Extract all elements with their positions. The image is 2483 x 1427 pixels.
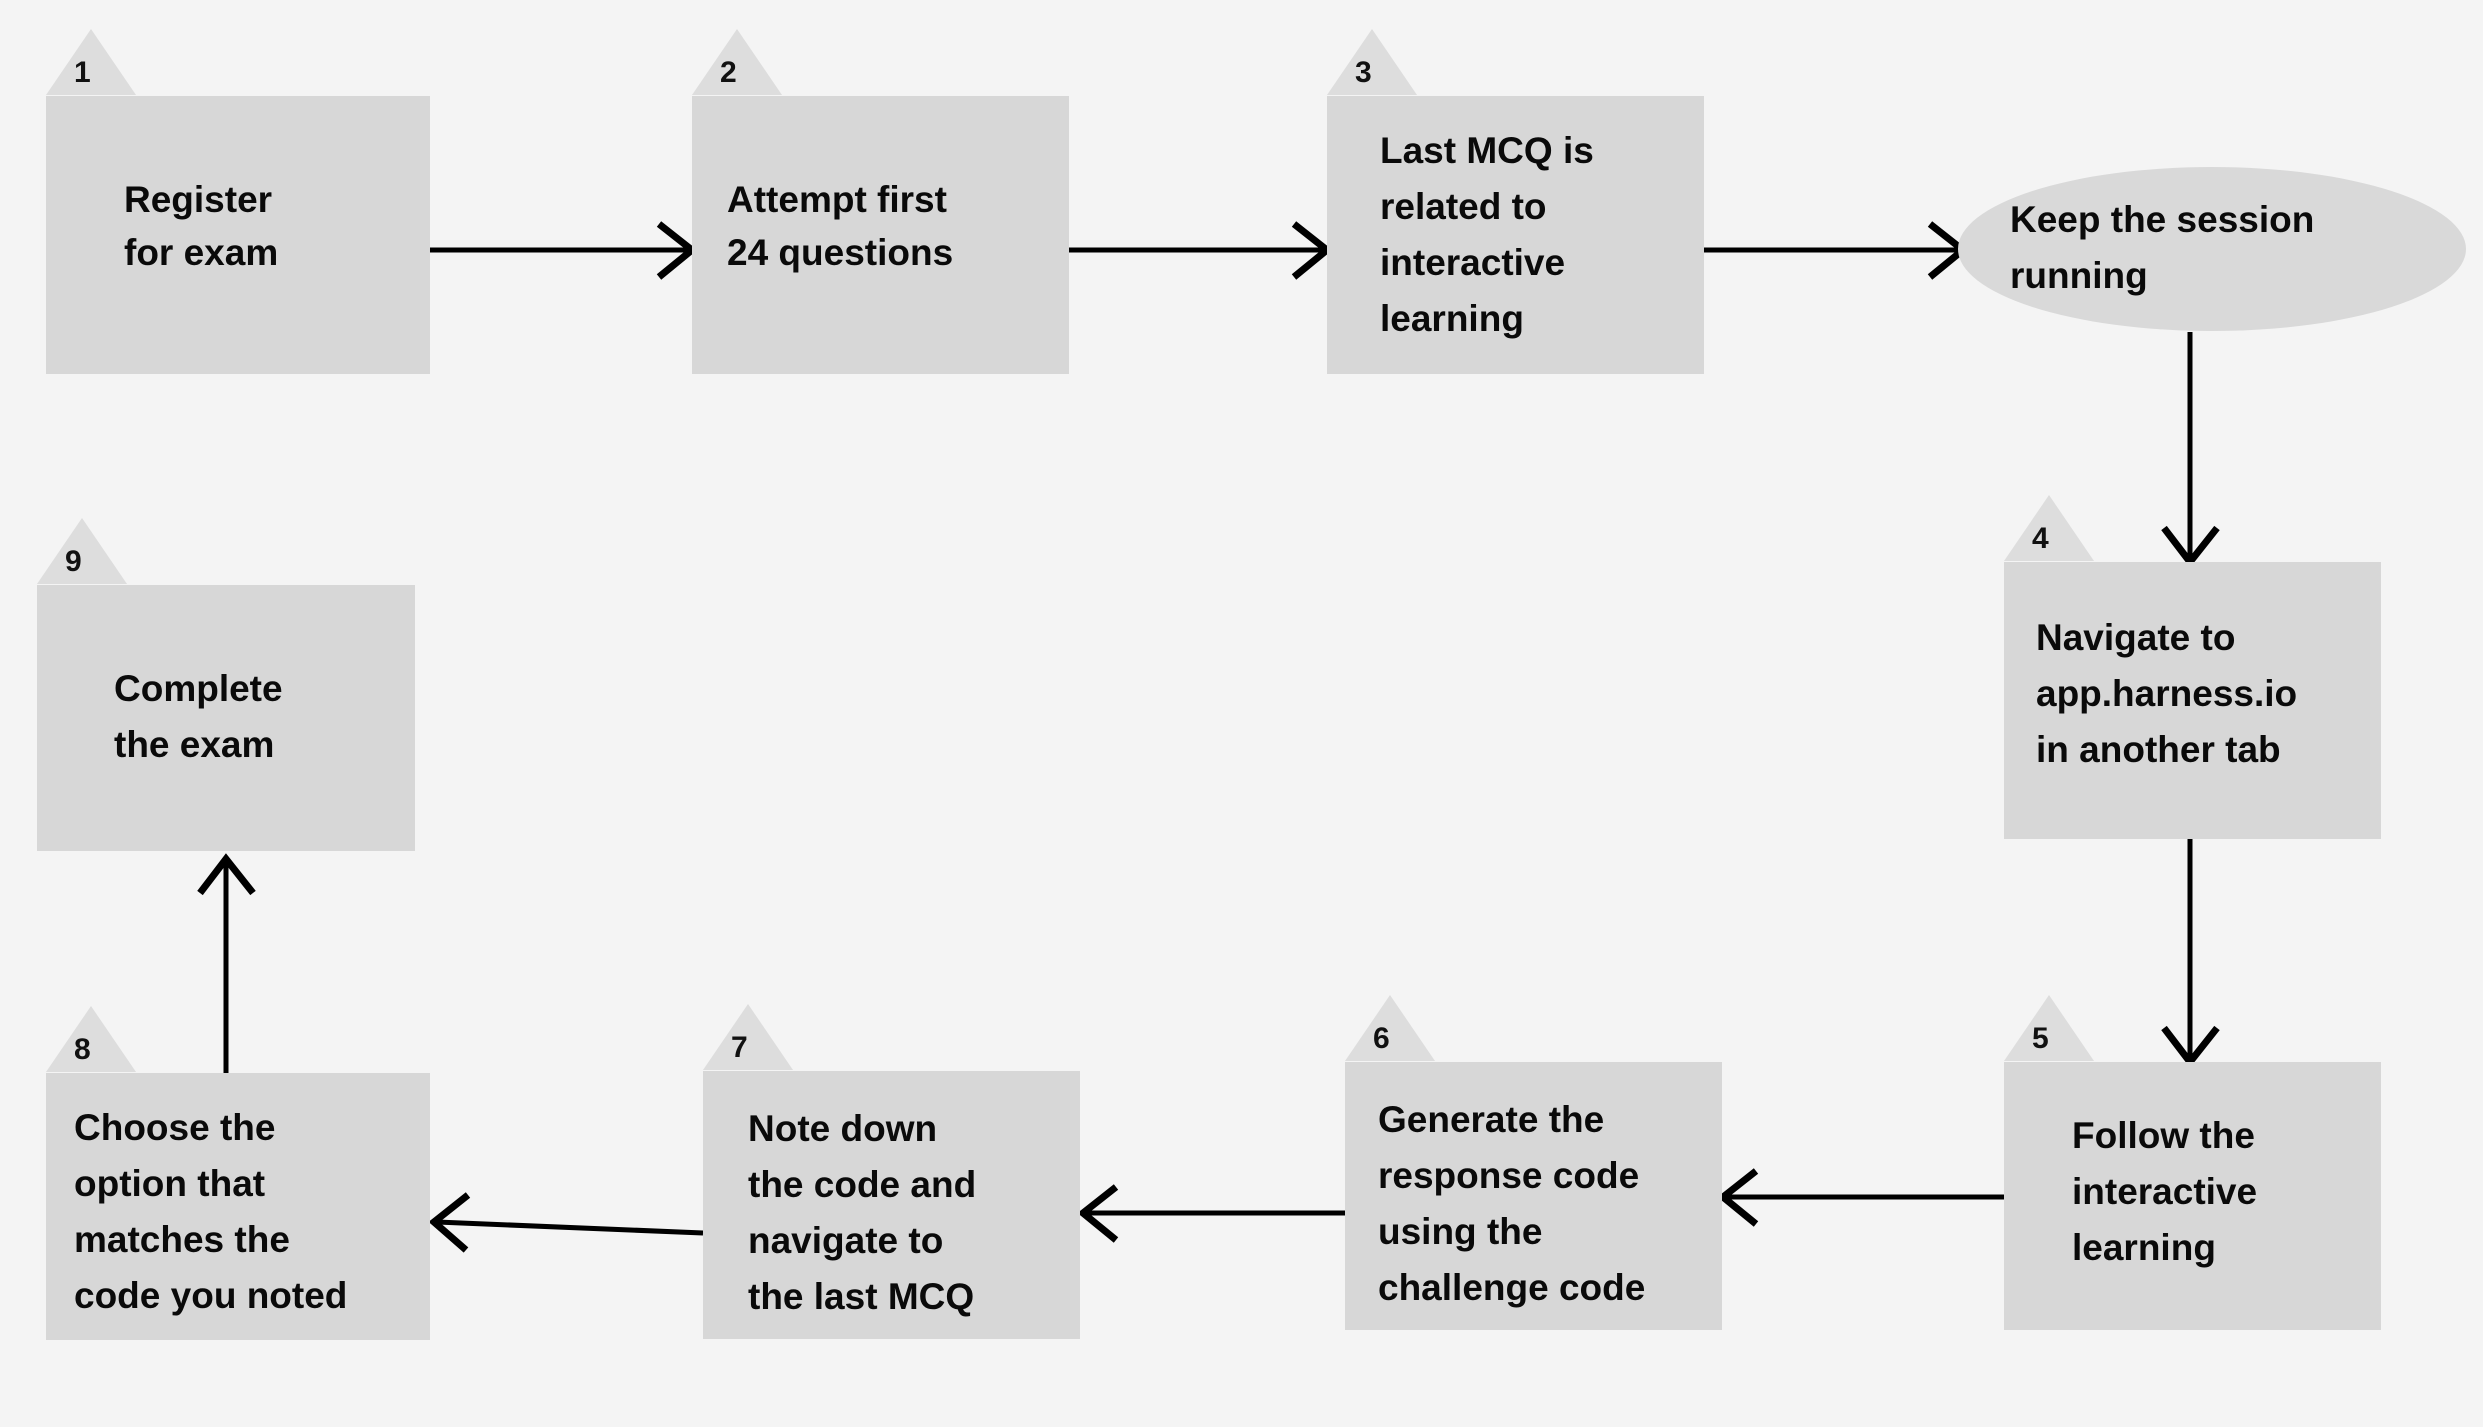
- node-box-3[interactable]: [1327, 96, 1704, 374]
- step-number-4: 4: [2032, 522, 2049, 555]
- edge-n4-to-n5: [2161, 836, 2220, 1068]
- node-label-5-line-2: interactive: [2072, 1171, 2257, 1212]
- node-label-8-line-1: Choose the: [74, 1107, 275, 1148]
- node-label-1-line-2: for exam: [124, 232, 278, 273]
- edge-n8-to-n9: [197, 853, 256, 1073]
- node-keep-session-running[interactable]: Keep the session running: [1958, 167, 2466, 331]
- edge-n6-to-n7: [1077, 1184, 1345, 1243]
- node-n2[interactable]: 2 Attempt first 24 questions: [692, 29, 1069, 374]
- node-label-6-line-3: using the: [1378, 1211, 1542, 1252]
- node-n1[interactable]: 1 Register for exam: [46, 29, 430, 374]
- node-label-4-line-2: app.harness.io: [2036, 673, 2297, 714]
- node-label-6-line-2: response code: [1378, 1155, 1639, 1196]
- edge-n5-to-n6: [1717, 1168, 2004, 1227]
- edge-session-to-n4: [2161, 332, 2220, 568]
- step-marker-triangle-9: [37, 518, 127, 584]
- node-n9[interactable]: 9 Complete the exam: [37, 518, 415, 851]
- node-n5[interactable]: 5 Follow the interactive learning: [2004, 995, 2381, 1330]
- node-box-6[interactable]: [1345, 1062, 1722, 1330]
- step-marker-triangle-6: [1345, 995, 1435, 1061]
- node-label-5-line-3: learning: [2072, 1227, 2216, 1268]
- node-label-8-line-4: code you noted: [74, 1275, 347, 1316]
- node-label-7-line-2: the code and: [748, 1164, 976, 1205]
- node-label-session-line-2: running: [2010, 255, 2148, 296]
- node-label-3-line-1: Last MCQ is: [1380, 130, 1594, 171]
- edge-n2-to-n3: [1063, 221, 1333, 280]
- step-number-7: 7: [731, 1031, 748, 1064]
- node-label-session-line-1: Keep the session: [2010, 199, 2314, 240]
- node-box-2[interactable]: [692, 96, 1069, 374]
- step-marker-triangle-5: [2004, 995, 2094, 1061]
- step-number-8: 8: [74, 1033, 91, 1066]
- node-box-1[interactable]: [46, 96, 430, 374]
- step-number-6: 6: [1373, 1022, 1390, 1055]
- node-n7[interactable]: 7 Note down the code and navigate to the…: [703, 1004, 1080, 1339]
- node-label-9-line-1: Complete: [114, 668, 283, 709]
- step-number-5: 5: [2032, 1022, 2049, 1055]
- step-marker-triangle-4: [2004, 495, 2094, 561]
- node-box-4[interactable]: [2004, 562, 2381, 839]
- node-label-8-line-2: option that: [74, 1163, 265, 1204]
- step-marker-triangle-7: [703, 1004, 793, 1070]
- step-marker-triangle-8: [46, 1006, 136, 1072]
- node-box-7[interactable]: [703, 1071, 1080, 1339]
- node-label-7-line-3: navigate to: [748, 1220, 943, 1261]
- step-number-2: 2: [720, 56, 737, 89]
- node-label-3-line-4: learning: [1380, 298, 1524, 339]
- node-label-7-line-1: Note down: [748, 1108, 937, 1149]
- step-number-3: 3: [1355, 56, 1372, 89]
- node-n8[interactable]: 8 Choose the option that matches the cod…: [46, 1006, 430, 1340]
- node-label-2-line-1: Attempt first: [727, 179, 947, 220]
- node-box-8[interactable]: [46, 1073, 430, 1340]
- node-label-8-line-3: matches the: [74, 1219, 290, 1260]
- node-n3[interactable]: 3 Last MCQ is related to interactive lea…: [1327, 29, 1704, 374]
- node-label-6-line-4: challenge code: [1378, 1267, 1645, 1308]
- step-number-1: 1: [74, 56, 91, 89]
- node-label-3-line-3: interactive: [1380, 242, 1565, 283]
- node-label-1-line-1: Register: [124, 179, 272, 220]
- node-n4[interactable]: 4 Navigate to app.harness.io in another …: [2004, 495, 2381, 839]
- edge-n3-to-session: [1702, 221, 1969, 280]
- edge-n7-to-n8: [428, 1192, 704, 1253]
- edge-n1-to-n2: [428, 221, 698, 280]
- node-box-9[interactable]: [37, 585, 415, 851]
- node-n6[interactable]: 6 Generate the response code using the c…: [1345, 995, 1722, 1330]
- step-marker-triangle-2: [692, 29, 782, 95]
- node-label-6-line-1: Generate the: [1378, 1099, 1604, 1140]
- step-marker-triangle-1: [46, 29, 136, 95]
- node-label-2-line-2: 24 questions: [727, 232, 953, 273]
- node-box-5[interactable]: [2004, 1062, 2381, 1330]
- step-marker-triangle-3: [1327, 29, 1417, 95]
- node-label-4-line-1: Navigate to: [2036, 617, 2235, 658]
- node-label-3-line-2: related to: [1380, 186, 1547, 227]
- node-label-5-line-1: Follow the: [2072, 1115, 2255, 1156]
- node-label-4-line-3: in another tab: [2036, 729, 2281, 770]
- node-label-7-line-4: the last MCQ: [748, 1276, 974, 1317]
- node-label-9-line-2: the exam: [114, 724, 274, 765]
- node-ellipse-session[interactable]: [1958, 167, 2466, 331]
- step-number-9: 9: [65, 545, 82, 578]
